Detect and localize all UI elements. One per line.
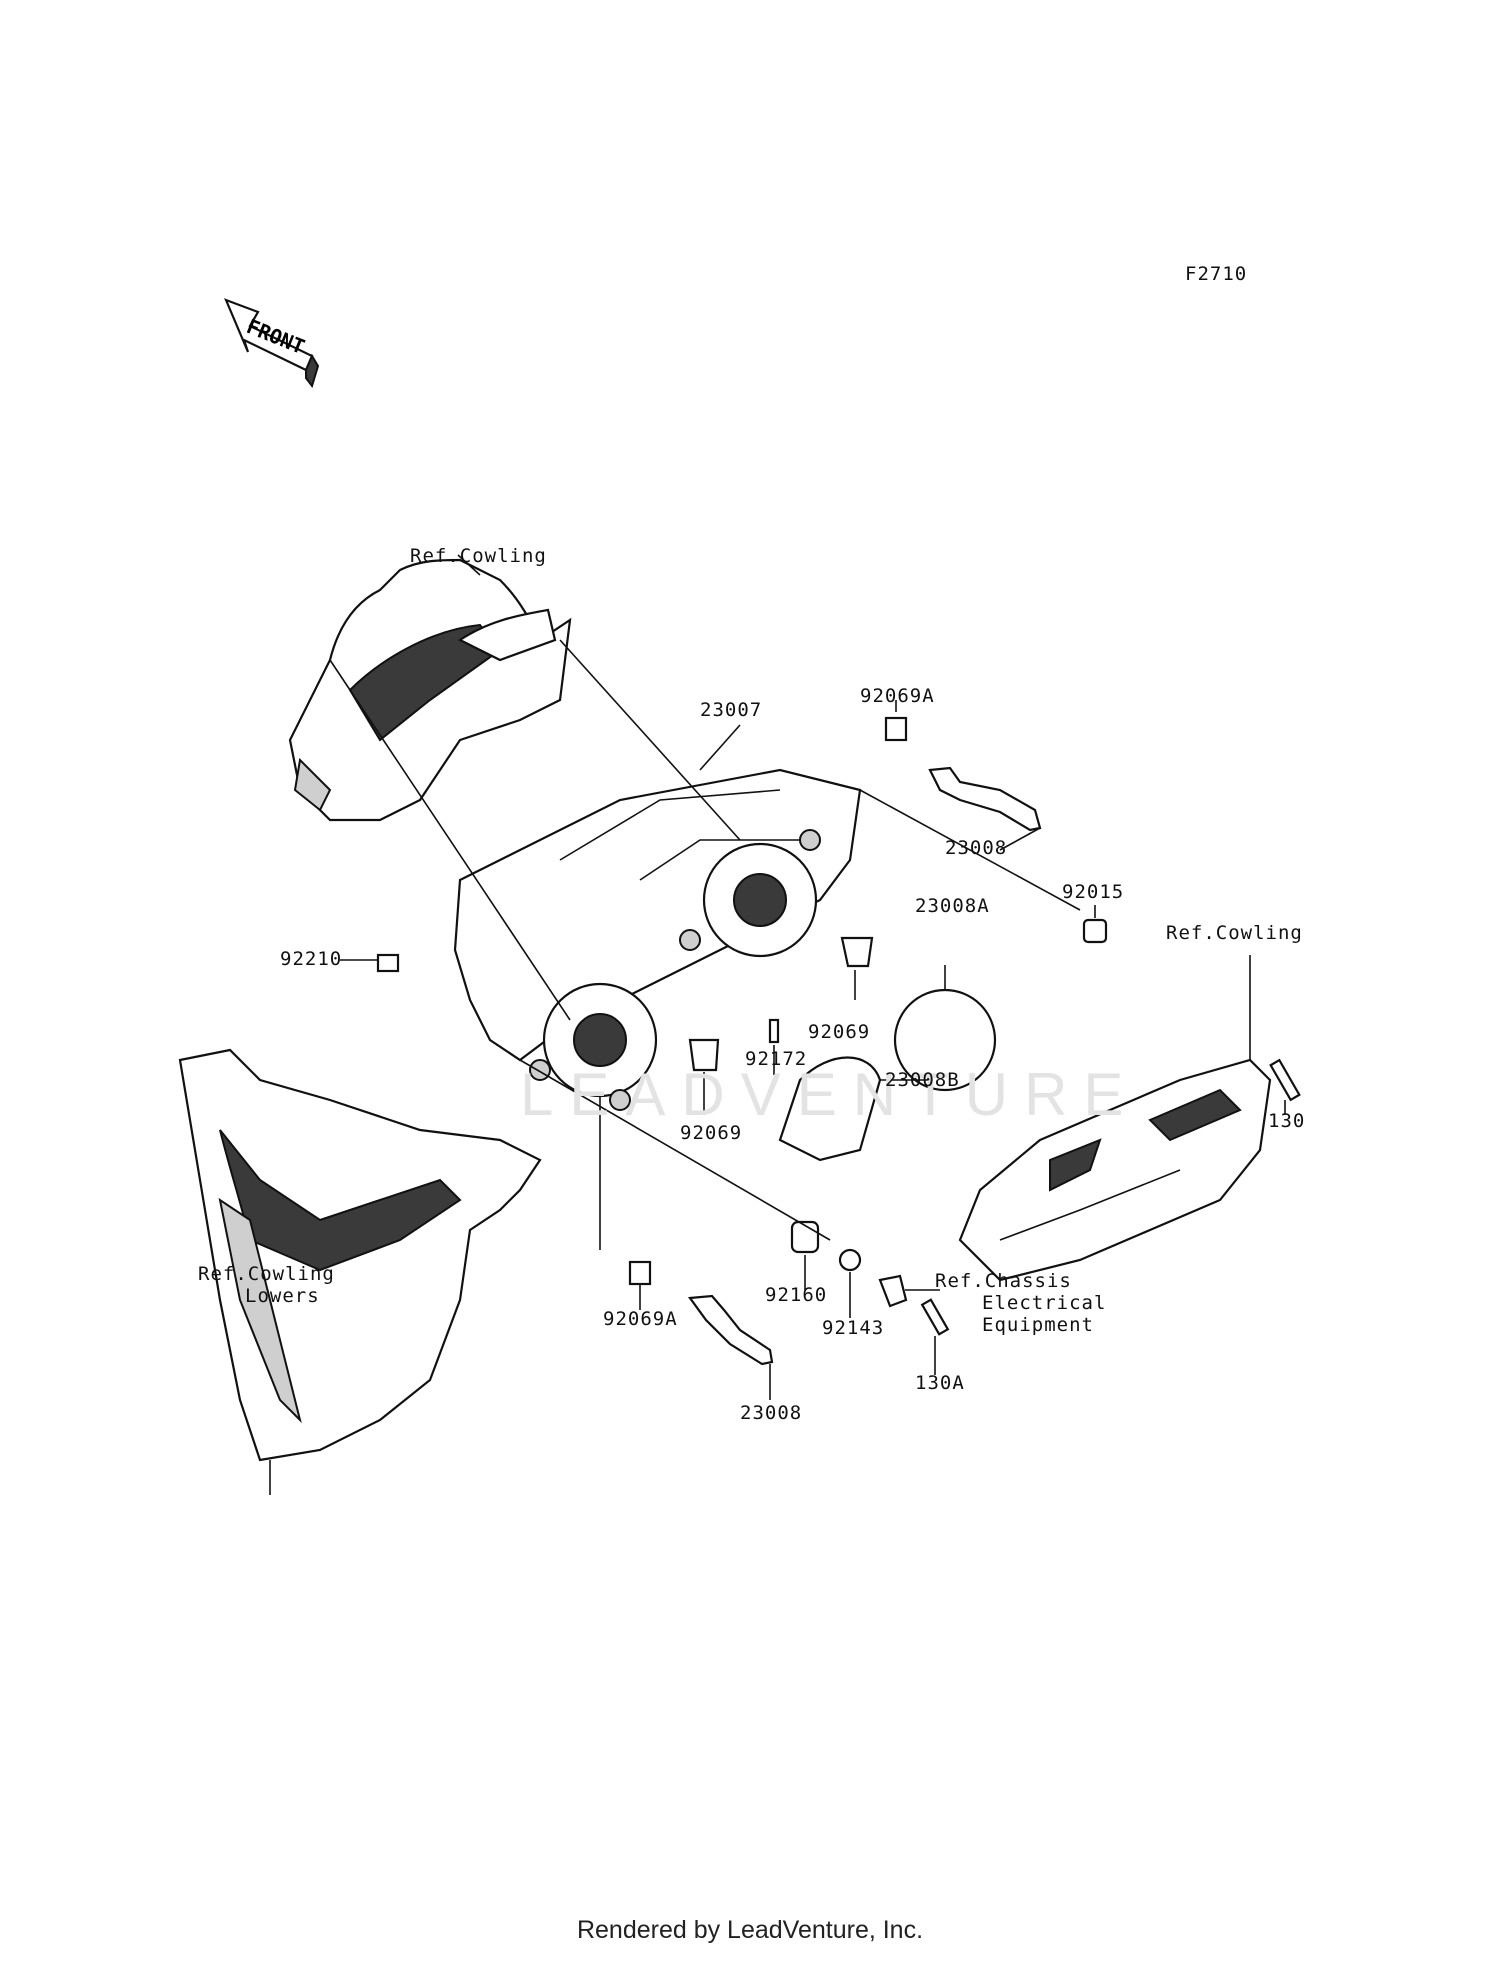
part-label-92210: 92210 — [280, 948, 343, 970]
part-label-23008A: 23008A — [915, 895, 990, 917]
bush-92015-part — [1082, 918, 1108, 944]
figure-code: F2710 — [1185, 263, 1248, 285]
front-arrow-icon: FRONT — [223, 298, 320, 389]
grommet-92160-part — [790, 1220, 820, 1254]
lower-cowling-part — [178, 1048, 542, 1462]
leader-lines — [269, 554, 1286, 1495]
collar-92143-part — [838, 1248, 862, 1272]
ref-chassis-label-2: Electrical — [982, 1292, 1107, 1314]
ref-cowling-lowers-label-2: Lowers — [245, 1285, 320, 1307]
part-label-92143: 92143 — [822, 1317, 885, 1339]
part-label-92015: 92015 — [1062, 881, 1125, 903]
bulb-92069A-bottom-part — [628, 1260, 652, 1286]
part-label-130: 130 — [1268, 1110, 1306, 1132]
ref-chassis-label-1: Ref.Chassis — [935, 1270, 1072, 1292]
cap-23008B-part — [778, 1056, 882, 1162]
clamp-part — [878, 1274, 908, 1308]
part-label-92069A-top: 92069A — [860, 685, 935, 707]
socket-23008-bottom-part — [687, 1294, 774, 1366]
clip-92210-part — [376, 953, 400, 973]
part-label-23008-top: 23008 — [945, 837, 1008, 859]
socket-23008-top-part — [928, 766, 1042, 832]
part-label-23008-bottom: 23008 — [740, 1402, 803, 1424]
right-cowling-part — [958, 1058, 1272, 1282]
bulb-92069-right-part — [840, 936, 874, 968]
part-label-23007: 23007 — [700, 699, 763, 721]
screw-92172-part — [768, 1018, 780, 1044]
ref-cowling-lowers-label-1: Ref.Cowling — [198, 1263, 335, 1285]
ref-chassis-label-3: Equipment — [982, 1314, 1094, 1336]
part-label-92069A-bottom: 92069A — [603, 1308, 678, 1330]
ref-cowling-right-label: Ref.Cowling — [1166, 922, 1303, 944]
part-label-92160: 92160 — [765, 1284, 828, 1306]
footer-credit: Rendered by LeadVenture, Inc. — [576, 1916, 924, 1944]
ref-cowling-top-label: Ref.Cowling — [410, 545, 547, 567]
upper-cowling-part — [288, 558, 572, 822]
bulb-92069-left-part — [688, 1038, 720, 1072]
part-label-92172: 92172 — [745, 1048, 808, 1070]
watermark-text: LEADVENTURE — [520, 1061, 1140, 1128]
bulb-92069A-top-part — [884, 716, 908, 742]
part-label-92069-right: 92069 — [808, 1021, 871, 1043]
part-label-92069-left: 92069 — [680, 1122, 743, 1144]
bolt-130-part — [1269, 1058, 1301, 1102]
part-label-130A: 130A — [915, 1372, 965, 1394]
part-label-23008B: 23008B — [885, 1069, 960, 1091]
bolt-130A-part — [920, 1298, 950, 1336]
headlight-housing-part — [453, 768, 862, 1111]
